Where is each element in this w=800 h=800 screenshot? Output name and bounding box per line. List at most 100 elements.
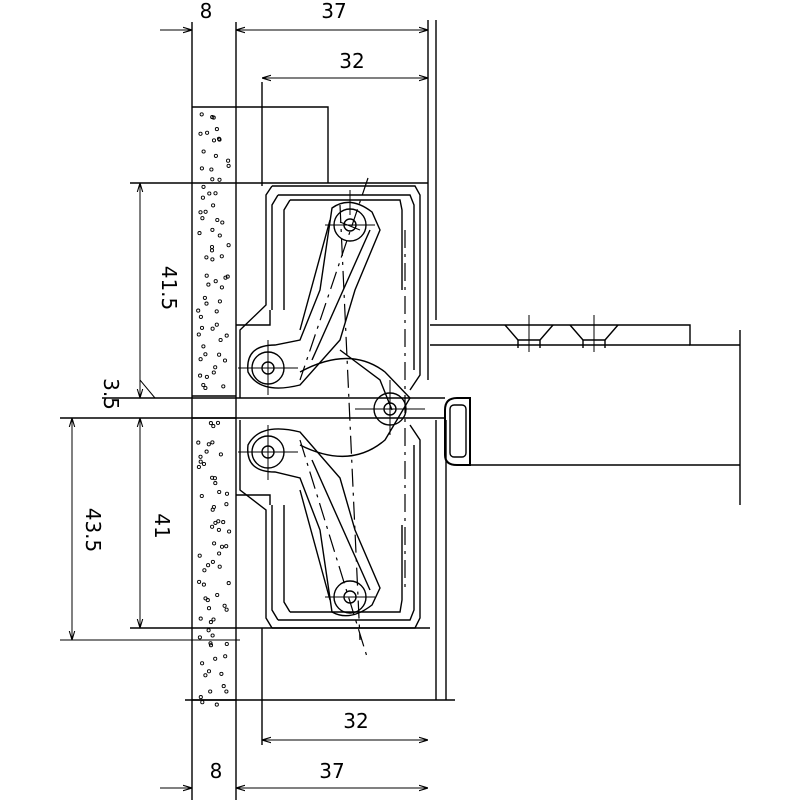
stipple-dot: [224, 607, 229, 612]
stipple-dot: [201, 582, 206, 587]
stipple-dot: [210, 257, 215, 262]
stipple-dot: [217, 564, 222, 569]
stipple-dot: [216, 519, 221, 524]
stipple-dot: [202, 568, 207, 573]
stipple-dot: [210, 440, 215, 445]
dim-top-frame: 8: [200, 0, 213, 23]
stipple-dot: [208, 620, 213, 625]
stipple-dot: [201, 149, 206, 154]
stipple-dot: [200, 661, 205, 666]
stipple-dot: [196, 464, 201, 470]
stipple-dot: [214, 127, 219, 132]
stipple-dot: [211, 617, 216, 622]
stipple-dot: [224, 689, 229, 694]
stipple-dot: [217, 137, 222, 142]
pivot-upper-left: [238, 340, 298, 395]
stipple-dot: [226, 243, 231, 248]
dim-bottom-inner: 32: [343, 709, 368, 733]
stipple-dot: [209, 167, 214, 172]
stipple-dot: [217, 352, 222, 357]
stipple-dot: [218, 337, 223, 343]
stipple-dot: [217, 489, 222, 495]
stipple-dot: [213, 279, 218, 284]
dim-top-overall: 37: [321, 0, 346, 23]
stipple-dot: [226, 158, 231, 163]
stipple-dot: [212, 541, 217, 546]
stipple-dot: [211, 370, 216, 375]
stipple-dot: [219, 544, 225, 549]
stipple-dot: [203, 385, 208, 391]
stipple-dot: [215, 217, 220, 223]
stipple-dot: [217, 299, 222, 304]
stipple-dot: [222, 358, 228, 363]
stipple-dot: [200, 216, 205, 221]
stipple-dot: [211, 203, 216, 208]
stipple-dot: [202, 295, 207, 300]
stipple-dot: [206, 563, 211, 568]
stipple-dot: [216, 527, 221, 532]
stipple-dot: [221, 384, 226, 389]
stipple-dot: [226, 581, 231, 586]
stipple-dot: [212, 476, 217, 481]
stipple-dot: [217, 233, 222, 238]
stipple-dot: [214, 702, 219, 707]
stipple-dot: [199, 325, 205, 330]
stipple-dot: [198, 314, 203, 319]
stipple-dot: [210, 115, 215, 120]
pivot-center: [355, 380, 425, 435]
stipple-dot: [213, 520, 218, 525]
stipple-dot: [196, 332, 201, 337]
stipple-dot: [219, 254, 224, 259]
stipple-dot: [210, 326, 215, 331]
stipple-dot: [224, 544, 229, 549]
stipple-dot: [203, 209, 208, 214]
screw-2: [569, 315, 619, 352]
stipple-dot: [226, 163, 231, 168]
stipple-dot: [215, 420, 221, 425]
stipple-dot: [198, 616, 203, 621]
stipple-dot: [227, 529, 232, 534]
stipple-dot: [204, 273, 209, 278]
stipple-dot: [206, 606, 212, 611]
stipple-dot: [208, 641, 213, 646]
stipple-dot: [221, 684, 226, 689]
dim-bottom-frame: 8: [210, 759, 223, 783]
stipple-dot: [224, 491, 230, 496]
stipple-dot: [225, 274, 230, 279]
stipple-dot: [206, 282, 211, 287]
pivot-lower-left: [238, 425, 298, 480]
stipple-dot: [204, 374, 209, 379]
stipple-dot: [214, 322, 219, 327]
axis-lines: [299, 177, 406, 661]
door-stop-profile: [430, 315, 741, 505]
dim-bottom-overall: 37: [319, 759, 344, 783]
dimension-labels: 8 37 32 32 8 37 41.5 3.5 41 43.5: [81, 0, 369, 783]
stipple-dot: [217, 177, 222, 182]
stipple-dot: [198, 373, 203, 378]
stipple-dot: [201, 461, 207, 467]
stipple-dot: [204, 255, 209, 260]
stipple-dot: [211, 504, 216, 510]
hinge-arms: [247, 201, 411, 617]
stipple-dot: [224, 641, 229, 647]
door-leaf: [130, 20, 455, 745]
stipple-dot: [207, 191, 212, 196]
stipple-dot: [213, 153, 218, 158]
stipple-dot: [222, 603, 227, 608]
stipple-dot: [210, 227, 215, 232]
stipple-dot: [224, 333, 229, 338]
dimension-lines: [60, 30, 428, 788]
stipple-dot: [223, 654, 228, 659]
stipple-dot: [199, 166, 204, 171]
stipple-dot: [214, 309, 219, 314]
hinge-lower-body: [236, 420, 421, 629]
dim-upper-height: 41.5: [157, 266, 181, 311]
stipple-dot: [200, 195, 205, 200]
stipple-dot: [198, 454, 203, 459]
stipple-dot: [197, 579, 202, 584]
stipple-dot: [213, 191, 218, 196]
stipple-dot: [210, 633, 215, 638]
stipple-dot: [197, 231, 202, 236]
stipple-dot: [199, 493, 204, 499]
